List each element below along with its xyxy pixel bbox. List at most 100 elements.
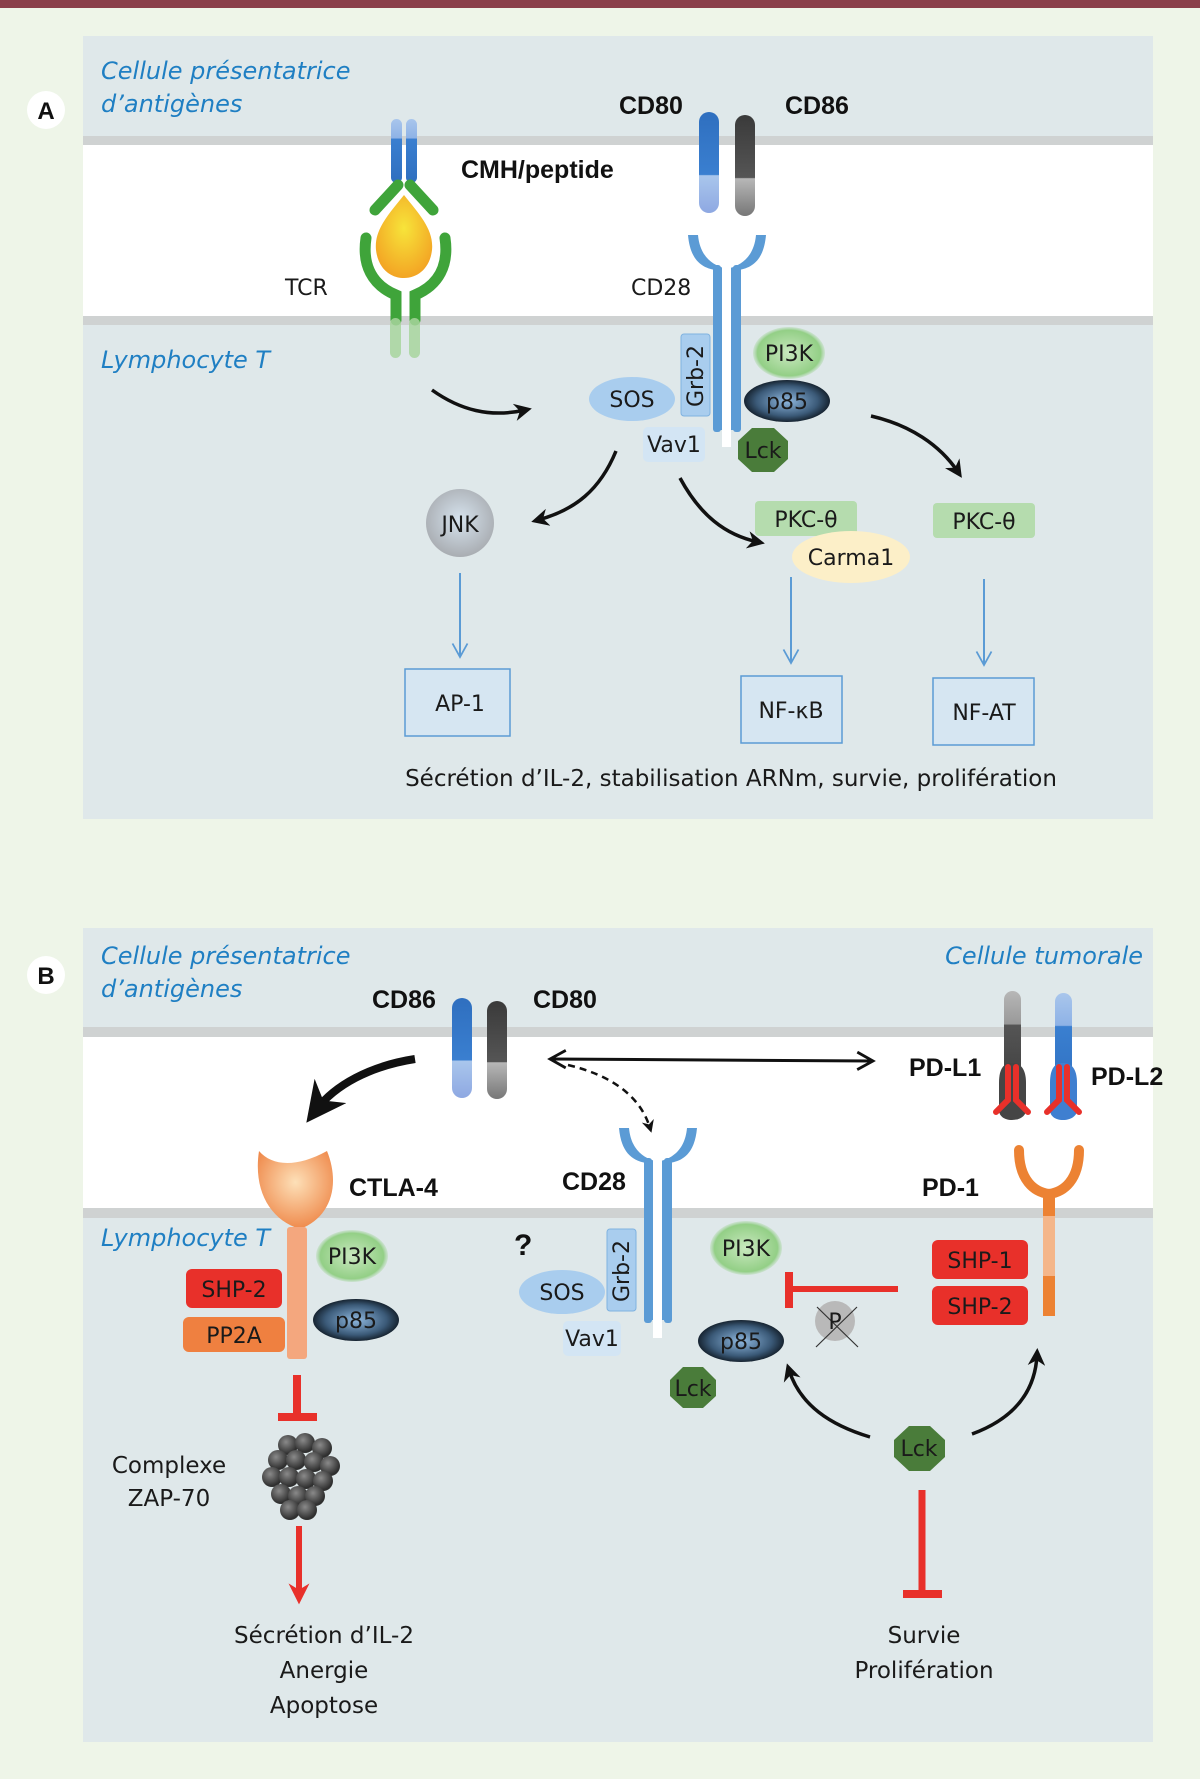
arrow-p85-to-pkc [870, 414, 962, 478]
cd28-label: CD28 [631, 276, 691, 301]
panel-b-tcell-label: Lymphocyte T [101, 1224, 272, 1252]
panel-a-membrane-space [83, 136, 1153, 325]
pdl1-icon [993, 991, 1031, 1120]
sos-ellipse [589, 377, 675, 421]
cd80-b-label: CD80 [533, 986, 597, 1014]
panel-a-tcell-label: Lymphocyte T [101, 346, 272, 374]
zap70-label-line2: ZAP-70 [128, 1486, 210, 1512]
zap70-bead [262, 1467, 282, 1487]
outcome-right-line1: Survie [888, 1623, 961, 1649]
tcr-icon [359, 232, 452, 358]
pd1-label: PD-1 [922, 1174, 979, 1202]
jnk-label: JNK [439, 513, 479, 538]
zap70-bead [297, 1500, 317, 1520]
pd-lck-bound-label: Lck [674, 1377, 711, 1402]
pd-pi3k-ellipse [710, 1221, 782, 1275]
ctla4-receptor-icon [257, 1151, 334, 1359]
pd-p85-label: p85 [720, 1330, 762, 1355]
panel-a-badge-label: A [37, 98, 54, 125]
lck-label: Lck [744, 439, 781, 464]
panel-a-apc-membrane [83, 136, 1153, 145]
arrow-vav1-to-jnk [531, 450, 618, 526]
ctla4-shp2-label: SHP-2 [201, 1278, 266, 1303]
nfat-box [932, 677, 1035, 746]
cd28-b-label: CD28 [562, 1168, 626, 1196]
cd80-icon [699, 112, 719, 213]
panel-b-apc-label-line1: Cellule présentatrice [101, 942, 351, 970]
panel-a-tcell-membrane [83, 316, 1153, 325]
zap70-bead [268, 1450, 288, 1470]
cd80-b-icon [487, 1001, 507, 1099]
zap70-bead [280, 1500, 300, 1520]
shp1-box [932, 1240, 1028, 1279]
cd80-label: CD80 [619, 92, 683, 120]
vav1-box [643, 427, 705, 462]
zap70-bead [296, 1469, 316, 1489]
ctla4-pi3k-ellipse [316, 1230, 388, 1282]
outcome-right-line2: Prolifération [854, 1658, 993, 1684]
p85-ellipse [744, 380, 830, 422]
ap1-label: AP-1 [435, 692, 485, 717]
zap70-bead [279, 1467, 299, 1487]
ctla4-pi3k-label: PI3K [328, 1245, 377, 1270]
shp2-box [932, 1286, 1028, 1325]
grb2-label: Grb-2 [684, 345, 709, 407]
grb2-box [680, 333, 711, 417]
panel-b-apc-label-line2: d’antigènes [101, 975, 242, 1003]
arrow-tcr-to-sos [430, 388, 532, 421]
pd1-receptor-icon [1014, 1145, 1084, 1316]
pd-p85-ellipse [698, 1320, 784, 1362]
panel-a: A Cellule présentatrice d’antigènes Lymp… [27, 36, 1153, 819]
panel-a-badge [27, 91, 65, 129]
ctla4-p85-ellipse [313, 1299, 399, 1341]
pkc-theta-right-label: PKC-θ [952, 510, 1015, 535]
cd28-b-sos-ellipse [519, 1270, 605, 1314]
ctla4-label: CTLA-4 [349, 1174, 438, 1202]
nfkb-label: NF-κB [758, 699, 823, 724]
cd86-icon [735, 115, 755, 216]
dephosphorylated-p-icon [815, 1301, 859, 1348]
outcome-left-line1: Sécrétion d’IL-2 [234, 1623, 414, 1649]
arrow-cd80-to-cd28-dashed [567, 1063, 654, 1133]
pd-lck-bound-octagon [670, 1367, 716, 1408]
mhc-peptide-label: CMH/peptide [461, 156, 614, 184]
ctla4-pp2a-label: PP2A [206, 1324, 262, 1349]
unknown-mark: ? [514, 1229, 532, 1262]
cd28-b-vav1-box [563, 1321, 621, 1356]
zap70-bead [278, 1435, 298, 1455]
cd28-b-receptor-icon [619, 1128, 697, 1338]
inhibition-ctla4-zap70 [278, 1375, 317, 1421]
panel-b-tcell-membrane [83, 1208, 1153, 1218]
zap70-bead [286, 1450, 306, 1470]
zap70-bead [295, 1433, 315, 1453]
ctla4-p85-label: p85 [335, 1309, 377, 1334]
pkc-theta-right-box [933, 503, 1035, 538]
inhibition-lck-survival [903, 1490, 942, 1598]
cd86-b-label: CD86 [372, 986, 436, 1014]
panel-a-apc-label-line2: d’antigènes [101, 90, 242, 118]
outcome-left-line3: Apoptose [270, 1693, 378, 1719]
nfkb-box [740, 675, 843, 744]
panel-a-outcome: Sécrétion d’IL-2, stabilisation ARNm, su… [405, 766, 1057, 792]
vav1-label: Vav1 [647, 433, 701, 458]
header-bar [0, 0, 1200, 8]
pdl2-label: PD-L2 [1091, 1063, 1163, 1091]
pkc-theta-left-label: PKC-θ [774, 508, 837, 533]
nfat-label: NF-AT [952, 701, 1016, 726]
zap70-bead [271, 1484, 291, 1504]
pd-pi3k-label: PI3K [722, 1237, 771, 1262]
tcr-label: TCR [284, 276, 328, 301]
pkc-theta-left-box [755, 501, 857, 536]
zap70-bead [320, 1456, 340, 1476]
zap70-complex-icon [262, 1433, 340, 1520]
panel-b-badge [27, 956, 65, 994]
cd28-b-vav1-label: Vav1 [565, 1327, 619, 1352]
lck-free-label: Lck [900, 1437, 937, 1462]
cd86-b-icon [452, 998, 472, 1098]
panel-b-tumor-label: Cellule tumorale [945, 942, 1143, 970]
panel-b-apc-membrane [83, 1027, 1153, 1037]
carma1-label: Carma1 [808, 546, 894, 571]
outcome-left-line2: Anergie [280, 1658, 369, 1684]
cd86-label: CD86 [785, 92, 849, 120]
